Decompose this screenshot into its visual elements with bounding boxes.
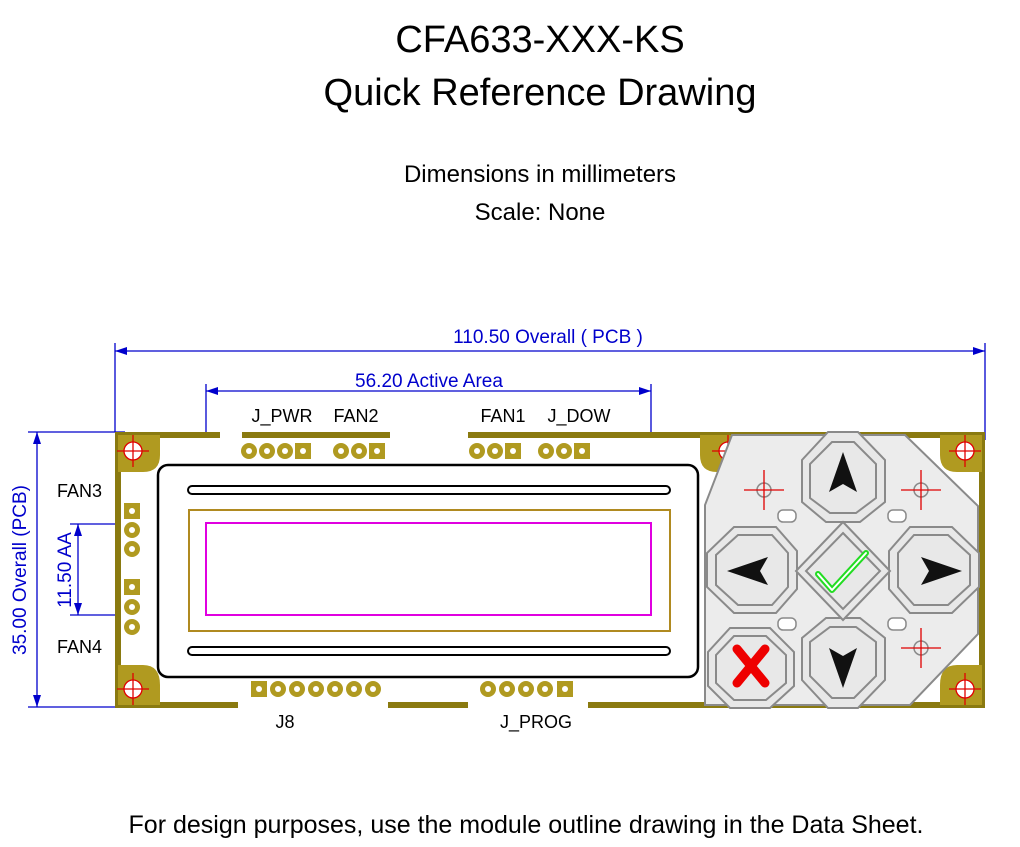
active-area-label: 56.20 Active Area [355,371,503,392]
label-fan1: FAN1 [480,406,525,426]
active-area-width-dimension: 56.20 Active Area [205,371,652,522]
connector-fan2 [333,443,385,459]
check-key[interactable] [794,520,892,622]
aa-height-label: 11.50 AA [55,532,76,608]
cancel-x-icon [732,644,770,688]
key-hole-icon [744,470,784,510]
overall-width-label: 110.50 Overall ( PCB ) [453,327,643,348]
overall-height-label: 35.00 Overall (PCB) [10,485,31,655]
connector-j8 [251,681,381,697]
overall-width-dimension: 110.50 Overall ( PCB ) [114,327,986,440]
scale-note: Scale: None [475,199,606,226]
label-fan4: FAN4 [57,637,102,657]
label-j-dow: J_DOW [548,406,611,427]
footer-note: For design purposes, use the module outl… [129,811,924,839]
key-hole-icon [901,628,941,668]
connector-fan1 [469,443,521,459]
units-note: Dimensions in millimeters [404,161,676,188]
overall-height-dimension: 35.00 Overall (PCB) [10,431,125,708]
down-key[interactable] [801,617,886,709]
label-j-pwr: J_PWR [251,406,312,427]
connector-j-dow [538,443,590,459]
left-key[interactable] [706,526,798,614]
lcd-rail-top [187,485,671,495]
lcd-viewing-area [188,509,671,632]
label-j8: J8 [275,712,294,732]
lcd-active-area [205,522,652,616]
mount-hole-icon [949,673,981,705]
connector-fan3 [124,503,140,557]
mount-hole-icon [949,435,981,467]
cancel-key[interactable] [707,627,795,709]
connector-j-pwr [241,443,311,459]
lcd-rail-bottom [187,646,671,656]
up-key[interactable] [801,431,886,523]
lcd-display [156,463,700,679]
keypad [704,431,980,709]
right-key[interactable] [888,526,980,614]
down-arrow-icon [829,648,857,688]
mount-hole-icon [117,435,149,467]
right-arrow-icon [921,557,962,585]
label-fan2: FAN2 [333,406,378,426]
connector-fan4 [124,579,140,635]
mount-hole-icon [117,673,149,705]
left-arrow-icon [727,557,768,585]
label-fan3: FAN3 [57,481,102,501]
label-j-prog: J_PROG [500,712,572,733]
lcd-bezel [156,463,700,679]
connector-j-prog [480,681,573,697]
key-hole-icon [901,470,941,510]
title-line2: Quick Reference Drawing [324,72,757,114]
title-line1: CFA633-XXX-KS [395,19,684,61]
up-arrow-icon [829,452,857,492]
